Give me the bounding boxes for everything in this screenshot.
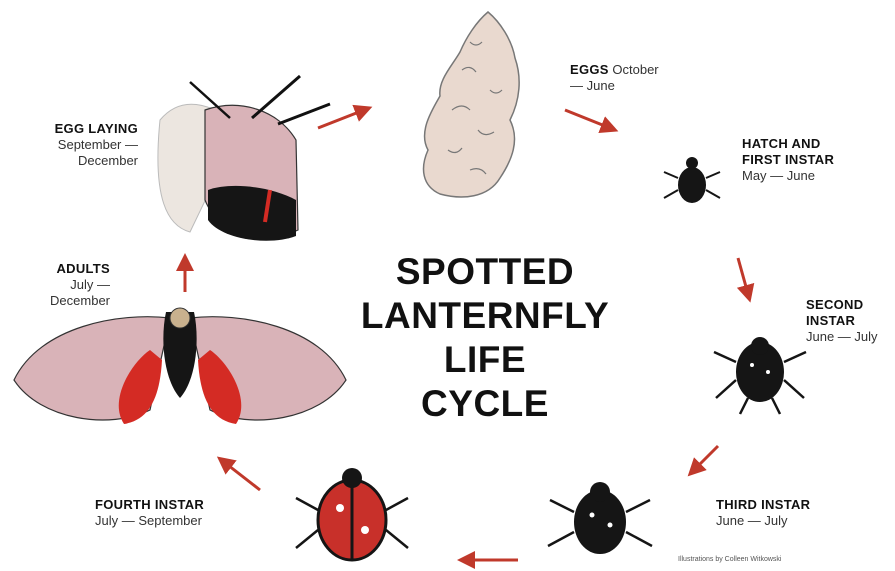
first-instar-illustration [664,157,720,203]
egg-mass-illustration [424,12,520,197]
second-instar-illustration [714,337,806,414]
fourth-instar-illustration [296,468,408,560]
third-instar-illustration [548,482,652,554]
adult-illustration [14,308,346,424]
egg-laying-illustration [158,76,330,241]
